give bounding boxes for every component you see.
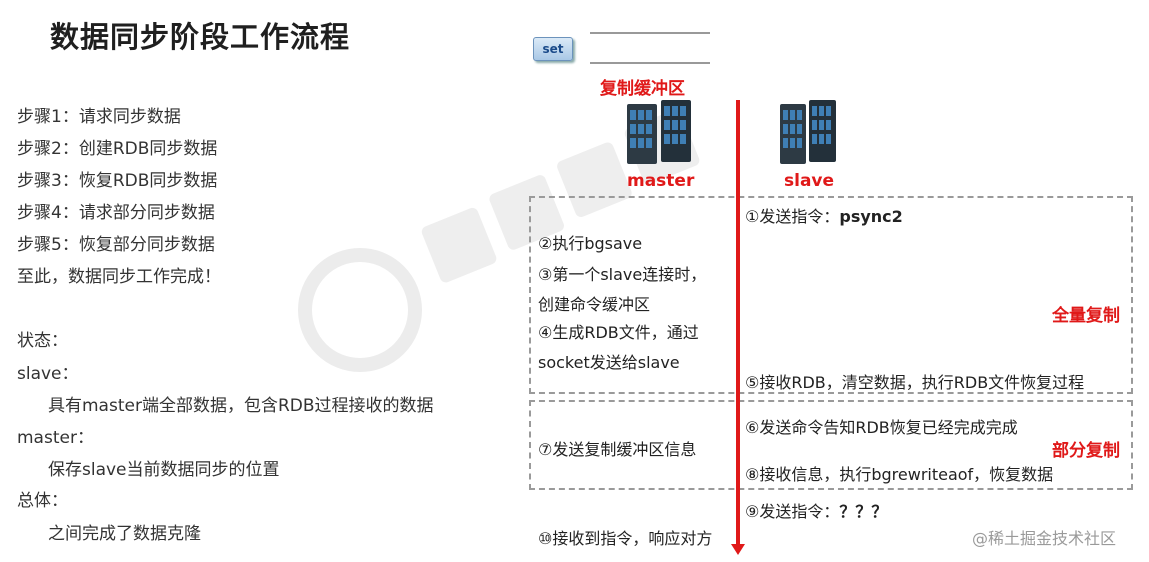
master-label: master: [627, 171, 695, 191]
timeline-line: [736, 100, 740, 548]
partial-copy-label: 部分复制: [1052, 441, 1120, 461]
step-3: 步骤3：恢复RDB同步数据: [17, 171, 218, 191]
step-5-receive-rdb: ⑤接收RDB，清空数据，执行RDB文件恢复过程: [745, 373, 1085, 392]
status-master-desc: 保存slave当前数据同步的位置: [48, 460, 280, 480]
copy-buffer-label: 复制缓冲区: [600, 79, 685, 99]
step-6-notify: ⑥发送命令告知RDB恢复已经完成完成: [745, 418, 1018, 437]
step-10-respond: ⑩接收到指令，响应对方: [538, 529, 713, 548]
step-2-bgsave: ②执行bgsave: [538, 234, 643, 253]
step-4-line-1: ④生成RDB文件，通过: [538, 323, 699, 342]
status-slave-label: slave：: [17, 364, 79, 384]
slave-server-icon: [780, 100, 836, 164]
partial-copy-box: [529, 400, 1133, 490]
step-1-send-psync: ①发送指令：psync2: [745, 203, 903, 227]
slave-label: slave: [784, 171, 835, 191]
status-master-label: master：: [17, 428, 94, 448]
timeline-arrowhead: [731, 544, 745, 555]
step-1-prefix: ①发送指令：: [745, 207, 840, 226]
page-title: 数据同步阶段工作流程: [50, 20, 351, 54]
psync-command: psync2: [839, 207, 903, 226]
status-overall-label: 总体：: [17, 491, 68, 511]
status-heading: 状态：: [17, 331, 68, 351]
set-command-icon: set: [533, 37, 573, 61]
full-copy-label: 全量复制: [1052, 306, 1120, 326]
buffer-line-bottom: [590, 62, 710, 64]
status-slave-desc: 具有master端全部数据，包含RDB过程接收的数据: [48, 396, 434, 416]
step-9-prefix: ⑨发送指令：: [745, 502, 840, 521]
status-overall-desc: 之间完成了数据克隆: [48, 524, 201, 544]
step-9-send-command: ⑨发送指令：？？？: [745, 498, 887, 522]
step-1: 步骤1：请求同步数据: [17, 107, 181, 127]
master-server-icon: [627, 100, 691, 164]
step-8-receive-info: ⑧接收信息，执行bgrewriteaof，恢复数据: [745, 465, 1054, 484]
buffer-line-top: [590, 32, 710, 34]
source-credit: @稀土掘金技术社区: [972, 529, 1117, 548]
step-3-line-1: ③第一个slave连接时，: [538, 265, 707, 284]
step-7-send-buffer: ⑦发送复制缓冲区信息: [538, 440, 697, 459]
step-9-command: ？？？: [839, 502, 888, 521]
step-3-line-2: 创建命令缓冲区: [538, 295, 651, 314]
full-copy-box: [529, 196, 1133, 394]
step-4: 步骤4：请求部分同步数据: [17, 203, 215, 223]
completion-note: 至此，数据同步工作完成！: [17, 267, 221, 287]
step-4-line-2: socket发送给slave: [538, 353, 680, 372]
step-2: 步骤2：创建RDB同步数据: [17, 139, 218, 159]
step-5: 步骤5：恢复部分同步数据: [17, 235, 215, 255]
